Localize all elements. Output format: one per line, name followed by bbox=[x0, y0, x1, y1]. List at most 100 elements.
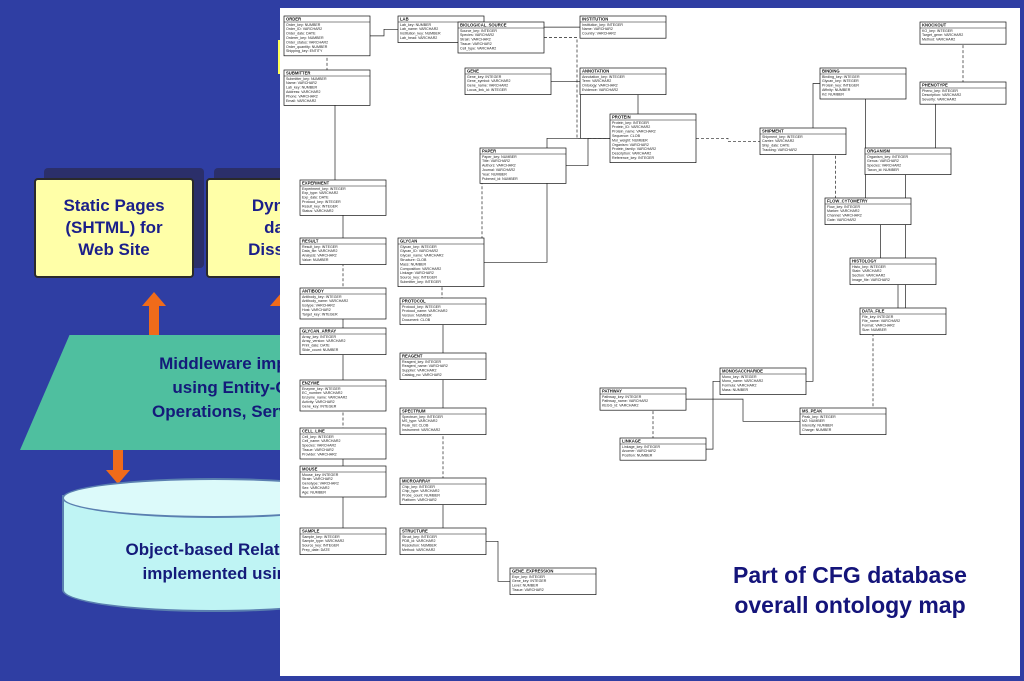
entity-box bbox=[399, 477, 487, 505]
relationship-line bbox=[566, 137, 610, 167]
entity-box bbox=[399, 352, 487, 380]
entity-attribute: Protein_family: VARCHAR2 bbox=[612, 147, 656, 151]
entity-attribute: Source_key: INTEGER bbox=[302, 544, 339, 548]
entity-box bbox=[799, 407, 887, 435]
entity-attribute: Orderer_key: NUMBER bbox=[286, 36, 324, 40]
entity-attribute: Glycan_key: INTEGER bbox=[822, 79, 859, 83]
entity-attribute: Provider: VARCHAR2 bbox=[302, 452, 337, 456]
entity-attribute: Description: VARCHAR2 bbox=[922, 93, 961, 97]
entity-attribute: KEGG_id: VARCHAR2 bbox=[602, 404, 638, 408]
entity-attribute: Chip_key: INTEGER bbox=[402, 485, 435, 489]
entity-attribute: Formula: VARCHAR2 bbox=[722, 384, 756, 388]
entity-attribute: Order_ID: VARCHAR2 bbox=[286, 27, 322, 31]
entity-box bbox=[457, 21, 545, 54]
entity-attribute: Host: VARCHAR2 bbox=[302, 308, 331, 312]
entity-attribute: Sample_type: VARCHAR2 bbox=[302, 539, 344, 543]
arrow-down-shaft bbox=[113, 450, 123, 472]
entity-attribute: Annotation_key: INTEGER bbox=[582, 75, 625, 79]
entity-attribute: Shipment_key: INTEGER bbox=[762, 135, 803, 139]
relationship-line bbox=[806, 83, 820, 382]
entity-attribute: Peak_key: INTEGER bbox=[802, 415, 836, 419]
entity-title: KNOCKOUT bbox=[922, 23, 947, 28]
entity-attribute: Source_key: INTEGER bbox=[460, 29, 497, 33]
entity-attribute: Name: VARCHAR2 bbox=[286, 81, 317, 85]
entity-attribute: Result_key: INTEGER bbox=[302, 204, 338, 208]
entity-attribute: Status: VARCHAR2 bbox=[302, 209, 334, 213]
dynamic-label: Dyn da Diss bbox=[248, 196, 284, 259]
entity-attribute: Intensity: NUMBER bbox=[802, 424, 833, 428]
entity-attribute: Isotype: VARCHAR2 bbox=[302, 304, 335, 308]
static-pages-label: Static Pages (SHTML) for Web Site bbox=[63, 196, 165, 259]
middleware-text: Middleware imple using Entity-C Operatio… bbox=[70, 352, 390, 424]
entity-attribute: Mass: NUMBER bbox=[400, 262, 427, 266]
entity-attribute: Gene_key: INTEGER bbox=[512, 579, 547, 583]
entity-attribute: Sex: VARCHAR2 bbox=[302, 486, 330, 490]
entity-title: GENE_EXPRESSION bbox=[512, 569, 553, 574]
map-caption-line: overall ontology map bbox=[734, 592, 966, 618]
entity-attribute: Array_version: VARCHAR2 bbox=[302, 339, 345, 343]
entity-attribute: Strain: VARCHAR2 bbox=[460, 38, 491, 42]
entity-title: INSTITUTION bbox=[582, 17, 608, 22]
entity-attribute: Target_key: INTEGER bbox=[302, 312, 338, 316]
entity-attribute: Tracking: VARCHAR2 bbox=[762, 148, 797, 152]
entity-attribute: Genus: VARCHAR2 bbox=[867, 159, 899, 163]
entity-title: SHIPMENT bbox=[762, 129, 784, 134]
entity-title: ORDER bbox=[286, 17, 301, 22]
entity-attribute: Mono_key: INTEGER bbox=[722, 375, 757, 379]
entity-box bbox=[399, 527, 487, 555]
entity-attribute: Method: VARCHAR2 bbox=[922, 38, 955, 42]
entity-attribute: Section: VARCHAR2 bbox=[852, 274, 885, 278]
entity-attribute: Image_file: VARCHAR2 bbox=[852, 278, 890, 282]
entity-attribute: Submitter_key: NUMBER bbox=[286, 77, 327, 81]
entity-attribute: Order_quantity: NUMBER bbox=[286, 45, 328, 49]
map-caption: Part of CFG database overall ontology ma… bbox=[700, 560, 1000, 620]
entity-box bbox=[464, 67, 552, 95]
entity-attribute: Reagent_key: INTEGER bbox=[402, 360, 442, 364]
entity-attribute: Composition: VARCHAR2 bbox=[400, 267, 441, 271]
entity-title: ANTIBODY bbox=[302, 289, 324, 294]
entity-attribute: Evidence: VARCHAR2 bbox=[582, 88, 618, 92]
entity-attribute: Severity: VARCHAR2 bbox=[922, 98, 956, 102]
entity-attribute: Taxon_id: NUMBER bbox=[867, 168, 899, 172]
entity-attribute: Anomer: VARCHAR2 bbox=[622, 449, 656, 453]
entity-attribute: Cell_name: VARCHAR2 bbox=[302, 439, 340, 443]
entity-title: ORGANISM bbox=[867, 149, 891, 154]
entity-attribute: File_name: VARCHAR2 bbox=[862, 319, 900, 323]
entity-attribute: Slide_count: NUMBER bbox=[302, 348, 339, 352]
entity-attribute: Tissue: VARCHAR2 bbox=[302, 448, 334, 452]
entity-box bbox=[859, 307, 947, 335]
entity-attribute: Species: VARCHAR2 bbox=[867, 164, 901, 168]
entity-box bbox=[619, 437, 707, 461]
entity-attribute: Version: NUMBER bbox=[402, 314, 432, 318]
entity-attribute: Organism_key: INTEGER bbox=[867, 155, 909, 159]
entity-box bbox=[579, 67, 667, 95]
entity-attribute: Description: VARCHAR2 bbox=[612, 152, 651, 156]
entity-box bbox=[849, 257, 937, 285]
entity-attribute: Shipping_key: ENTITY bbox=[286, 49, 323, 53]
entity-title: LAB bbox=[400, 17, 409, 22]
entity-box bbox=[299, 287, 387, 320]
entity-title: REAGENT bbox=[402, 354, 423, 359]
entity-attribute: Binding_key: INTEGER bbox=[822, 75, 860, 79]
entity-title: BIOLOGICAL_SOURCE bbox=[460, 23, 507, 28]
entity-attribute: Gene_symbol: VARCHAR2 bbox=[467, 79, 510, 83]
relationship-line bbox=[706, 380, 720, 450]
entity-title: BINDING bbox=[822, 69, 840, 74]
entity-attribute: Year: NUMBER bbox=[482, 172, 507, 176]
entity-attribute: Country: VARCHAR2 bbox=[582, 32, 616, 36]
entity-title: STRUCTURE bbox=[402, 529, 428, 534]
entity-attribute: Linkage_key: INTEGER bbox=[622, 445, 661, 449]
entity-box bbox=[919, 81, 1007, 105]
entity-attribute: Tissue: VARCHAR2 bbox=[512, 588, 544, 592]
